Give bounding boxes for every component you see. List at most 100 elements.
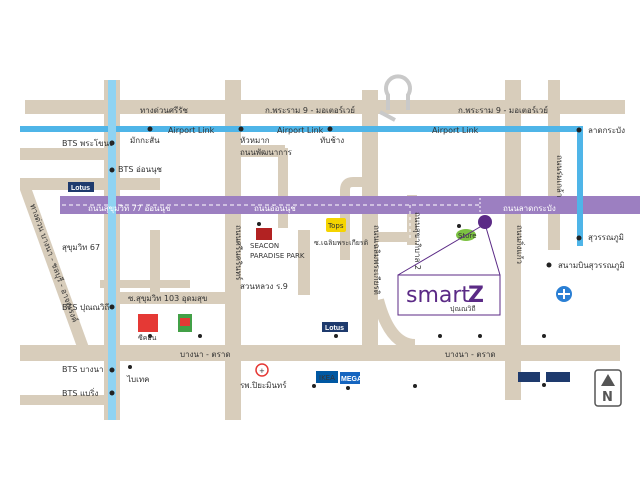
- lotus-bottom-text: Lotus: [325, 325, 344, 332]
- road-interchange-loop: [384, 74, 412, 110]
- road-label-sukhumvit77: ถนนสุขุมวิท 77 อ่อนนุช: [88, 204, 171, 213]
- tops-logo: Tops ซ.เฉลิมพระเกียรติ: [314, 218, 369, 247]
- road-label-sukhumvit67: สุขุมวิท 67: [62, 243, 100, 252]
- dot-bearing: [109, 390, 115, 396]
- road-v-kingkaew: [505, 80, 521, 400]
- dot-lower-mid: [413, 384, 417, 388]
- biteq-text: ไบเทค: [126, 375, 149, 384]
- tops-label: ซ.เฉลิมพระเกียรติ: [314, 239, 369, 247]
- road-label-sukhaphiban2: ถนนสุขาภิบาล 2: [413, 212, 422, 270]
- dot-ikea: [312, 384, 316, 388]
- callout-lines: [397, 223, 501, 276]
- station-thapchang: ทับช้าง: [320, 136, 344, 145]
- road-label-sukhumvit103: ซ.สุขุมวิท 103 อุดมสุข: [128, 294, 207, 303]
- big-c-text: ซีคอน: [138, 334, 157, 342]
- road-sukhumvit103: [110, 292, 240, 304]
- road-v-pattanakarn: [278, 148, 288, 228]
- brand-letter: Z: [468, 283, 484, 308]
- road-label-romklao: ถนนร่มเกล้า: [555, 155, 564, 197]
- dot-phrakhanong: [109, 140, 115, 146]
- dot-mid-2: [478, 334, 482, 338]
- callout-box: [397, 274, 501, 316]
- hospital-text: รพ.ปิยะมินทร์: [240, 380, 287, 390]
- dot-left-shop: [148, 334, 152, 338]
- road-expressway-bangna: [20, 190, 90, 350]
- airport-icon: [556, 286, 572, 302]
- road-v-sukhaphiban2: [407, 195, 417, 245]
- road-label-rama9-right: ก.พระราม 9 - มอเตอร์เวย์: [458, 105, 548, 115]
- compass: N: [594, 369, 622, 407]
- bts-line: [108, 80, 116, 420]
- station-bts-bearing: BTS แบริ่ง: [62, 387, 99, 398]
- road-label-srinakarin: ถนนศรีนครินทร์: [234, 225, 244, 281]
- station-makkasan: มักกะสัน: [130, 136, 160, 145]
- road-upper-left: [20, 148, 110, 160]
- bangna-shop-logos: [518, 372, 570, 382]
- station-suvarnabhumi-airport: สนามบินสุวรรณภูมิ: [558, 261, 625, 271]
- mega-text: MEGA: [341, 376, 362, 383]
- road-label-rama9-left: ก.พระราม 9 - มอเตอร์เวย์: [265, 105, 355, 115]
- hospital-logo: + รพ.ปิยะมินทร์: [240, 363, 287, 390]
- dot-biteq: [128, 365, 132, 369]
- station-huamak: หัวหมาก: [240, 136, 270, 145]
- compass-letter: N: [602, 390, 613, 405]
- road-v-suanluang: [298, 230, 310, 295]
- road-curve-bottom: [372, 298, 416, 351]
- road-label-chalerm: ถนนเฉลิมพระเกียรติ: [372, 225, 381, 295]
- dot-mid-1: [438, 334, 442, 338]
- road-interchange-loop-2: [379, 110, 396, 122]
- station-suvarnabhumi: สุวรรณภูมิ: [588, 233, 624, 243]
- dot-bottom-right: [542, 334, 546, 338]
- seacon-text: SEACON: [250, 242, 279, 250]
- dot-makkasan: [147, 126, 153, 132]
- station-latkrabang: ลาดกระบัง: [588, 126, 625, 135]
- road-v-srinakarin: [225, 80, 241, 420]
- dot-left-shop-2: [198, 334, 202, 338]
- north-arrow-icon: [601, 374, 615, 386]
- road-label-bangna-right: บางนา - ตราด: [445, 350, 496, 359]
- paradise-park-text: PARADISE PARK: [250, 252, 305, 260]
- dot-latkrabang: [576, 127, 582, 133]
- road-label-kingkaew: ถนนกิ่งแก้ว: [515, 225, 526, 264]
- road-bottom: [20, 395, 110, 405]
- lotus-logo-bottom: Lotus: [322, 322, 348, 332]
- dot-huamak: [238, 126, 244, 132]
- road-label-bangna-left: บางนา - ตราด: [180, 350, 231, 359]
- airport-link-label-2: Airport Link: [277, 126, 324, 135]
- airport-link-vertical: [577, 126, 583, 246]
- green-store-text: Store: [458, 232, 477, 240]
- dot-lotus-bottom: [334, 334, 338, 338]
- dot-suvarnabhumi-airport: [546, 262, 552, 268]
- hospital-plus: +: [259, 367, 265, 375]
- station-bts-punnawithi: BTS ปุณณวิถี: [62, 303, 109, 312]
- lotus-top-text: Lotus: [71, 185, 90, 192]
- dot-suvarnabhumi: [576, 235, 582, 241]
- shop-logos-left: ซีคอน: [138, 314, 192, 342]
- road-v-sukhumvit-sub: [150, 230, 160, 295]
- road-label-onnut: ถนนอ่อนนุช: [254, 204, 296, 213]
- road-label-latkrabang: ถนนลาดกระบัง: [503, 204, 556, 213]
- dot-bangna: [109, 367, 115, 373]
- dot-onnut: [109, 167, 115, 173]
- road-v-chalerm: [362, 90, 378, 345]
- tops-text: Tops: [327, 222, 344, 230]
- road-label-suanluang: สวนหลวง ร.9: [240, 282, 288, 291]
- station-bts-phrakhanong: BTS พระโขนง: [62, 138, 113, 148]
- airport-link-line: [20, 126, 580, 132]
- project-marker: smart Z ปุณณวิถี: [397, 215, 501, 316]
- location-pin-icon: [478, 215, 492, 229]
- road-h-link: [378, 232, 416, 242]
- ikea-logo: IKEA: [316, 371, 338, 383]
- road-curve-chalerm: [340, 177, 365, 260]
- dot-green: [457, 224, 461, 228]
- station-bts-onnut: BTS อ่อนนุช: [118, 165, 163, 174]
- airport-link-label-3: Airport Link: [432, 126, 479, 135]
- dot-bangna-shop: [542, 383, 546, 387]
- road-label-pattanakarn: ถนนพัฒนาการ: [240, 148, 293, 157]
- road-bangna-trat: [20, 345, 620, 361]
- road-rama9: [25, 100, 625, 114]
- brand-sub: ปุณณวิถี: [450, 305, 476, 313]
- road-label-expressway: ทางด่วนศรีรัช: [140, 106, 189, 115]
- road-mid-sub: [100, 280, 190, 288]
